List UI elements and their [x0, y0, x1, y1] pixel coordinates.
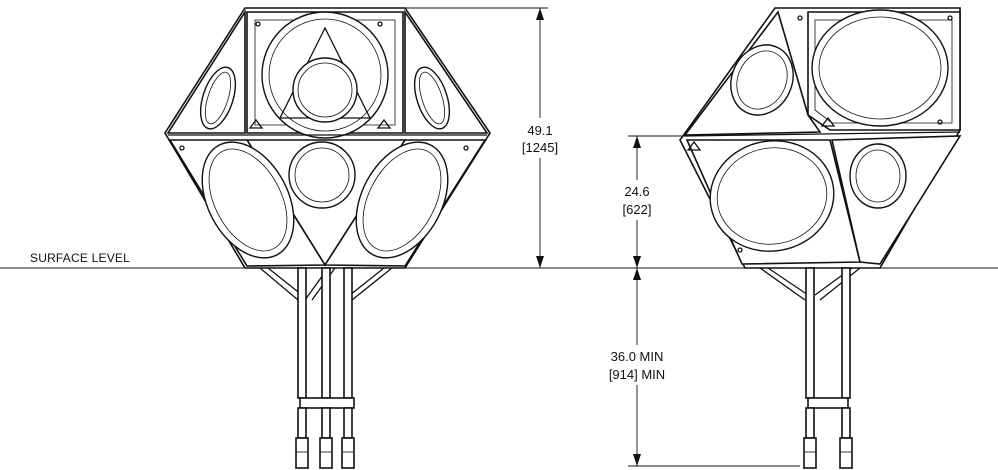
right-unit-view	[679, 7, 962, 469]
upper-height-metric: [622]	[623, 202, 652, 217]
dimension-embed-depth: 36.0 MIN [914] MIN	[582, 268, 800, 467]
upper-height-value: 24.6	[624, 184, 649, 199]
dimension-overall-height: 49.1 [1245]	[405, 7, 562, 268]
embed-depth-metric: [914] MIN	[609, 367, 665, 382]
embed-depth-value: 36.0 MIN	[611, 349, 664, 364]
left-unit-view	[164, 7, 491, 469]
overall-height-metric: [1245]	[522, 140, 558, 155]
dimension-upper-height: 24.6 [622]	[615, 135, 685, 268]
overall-height-value: 49.1	[527, 123, 552, 138]
left-unit-legs	[259, 267, 393, 469]
surface-level-label: SURFACE LEVEL	[30, 251, 130, 265]
right-unit-legs	[759, 267, 861, 469]
